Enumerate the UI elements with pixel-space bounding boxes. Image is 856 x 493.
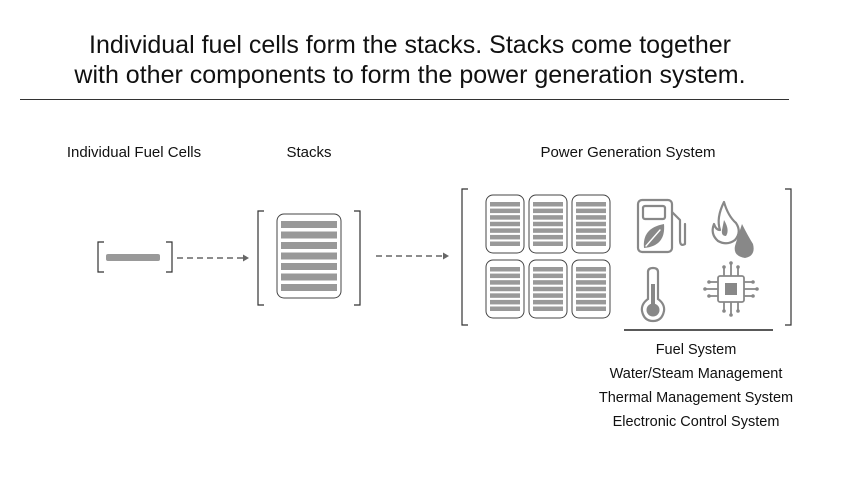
fuel-cell-stack (276, 213, 342, 299)
component-list: Fuel System Water/Steam Management Therm… (580, 338, 812, 434)
thermometer-icon (640, 266, 666, 323)
stack-plate (576, 241, 606, 246)
arrow-cells-to-stacks (177, 254, 249, 262)
stacks-label: Stacks (286, 144, 332, 161)
title-line-1: Individual fuel cells form the stacks. S… (89, 31, 731, 59)
stack-plate (533, 228, 563, 233)
individual-fuel-cells-label: Individual Fuel Cells (66, 144, 202, 161)
stack-plate (576, 280, 606, 285)
system-bracket-right (785, 188, 792, 326)
stack-plate (576, 221, 606, 227)
stack-grid (485, 194, 611, 319)
stack-plate (281, 273, 337, 281)
stack-plate (281, 231, 337, 239)
stack-plate (533, 221, 563, 227)
water-flame-drops-icon (711, 200, 754, 258)
stack-plate (533, 280, 563, 285)
stack-plate (490, 202, 520, 207)
stack-plate (490, 286, 520, 292)
stack-plate (490, 273, 520, 279)
stack-plate (576, 299, 606, 305)
stack-plate (576, 208, 606, 214)
stack-body (276, 213, 342, 299)
component-electronic-control: Electronic Control System (612, 414, 780, 430)
fuel-pump-leaf-icon (636, 198, 687, 254)
stack-plate (533, 299, 563, 305)
stack-plate (533, 202, 563, 207)
stack-plate (576, 273, 606, 279)
mini-stack (571, 194, 611, 254)
stack-plate (576, 202, 606, 207)
system-group (461, 188, 792, 331)
stack-plate (576, 228, 606, 233)
stack-plate (576, 293, 606, 298)
stack-plate (576, 286, 606, 292)
stack-bracket-right (354, 210, 361, 306)
stack-plate (533, 293, 563, 298)
component-water-steam: Water/Steam Management (609, 366, 783, 382)
stack-plate (533, 306, 563, 311)
stack-plate (281, 252, 337, 260)
title-line-2: with other components to form the power … (74, 61, 746, 89)
stack-plate (533, 273, 563, 279)
stack-plate (490, 215, 520, 220)
microchip-icon (703, 261, 759, 317)
cell-bracket-left (97, 241, 104, 273)
system-bracket-left (461, 188, 468, 326)
power-generation-system-label: Power Generation System (540, 144, 716, 161)
stack-plate (576, 215, 606, 220)
stack-plate (490, 241, 520, 246)
stack-plate (490, 208, 520, 214)
component-thermal: Thermal Management System (598, 390, 794, 406)
mini-stack (528, 259, 568, 319)
mini-stack (485, 259, 525, 319)
stack-plate (576, 306, 606, 311)
stack-plate (533, 241, 563, 246)
stack-plate (576, 234, 606, 240)
stack-bracket-left (257, 210, 264, 306)
stack-group (257, 210, 361, 306)
stack-plate (490, 221, 520, 227)
stack-plate (533, 234, 563, 240)
mini-stack (571, 259, 611, 319)
arrow-stacks-to-system (376, 252, 449, 260)
stack-plate (490, 299, 520, 305)
stack-plate (576, 267, 606, 272)
stack-plate (281, 284, 337, 291)
stack-plate (281, 263, 337, 270)
stack-plate (490, 306, 520, 311)
title-divider (20, 99, 789, 100)
cell-bracket-right (166, 241, 173, 273)
diagram-title: Individual fuel cells form the stacks. S… (10, 30, 810, 90)
stack-plate (490, 234, 520, 240)
stack-plate (533, 215, 563, 220)
stack-plate (533, 286, 563, 292)
stack-plate (490, 293, 520, 298)
component-fuel-system: Fuel System (655, 342, 737, 358)
stack-plate (490, 267, 520, 272)
stack-plate (490, 280, 520, 285)
stack-plate (281, 221, 337, 228)
single-fuel-cell (106, 254, 160, 261)
stack-plate (533, 267, 563, 272)
stack-plate (281, 242, 337, 249)
stack-plate (533, 208, 563, 214)
stack-plate (490, 228, 520, 233)
mini-stack (528, 194, 568, 254)
mini-stack (485, 194, 525, 254)
single-cell-group (97, 241, 173, 273)
